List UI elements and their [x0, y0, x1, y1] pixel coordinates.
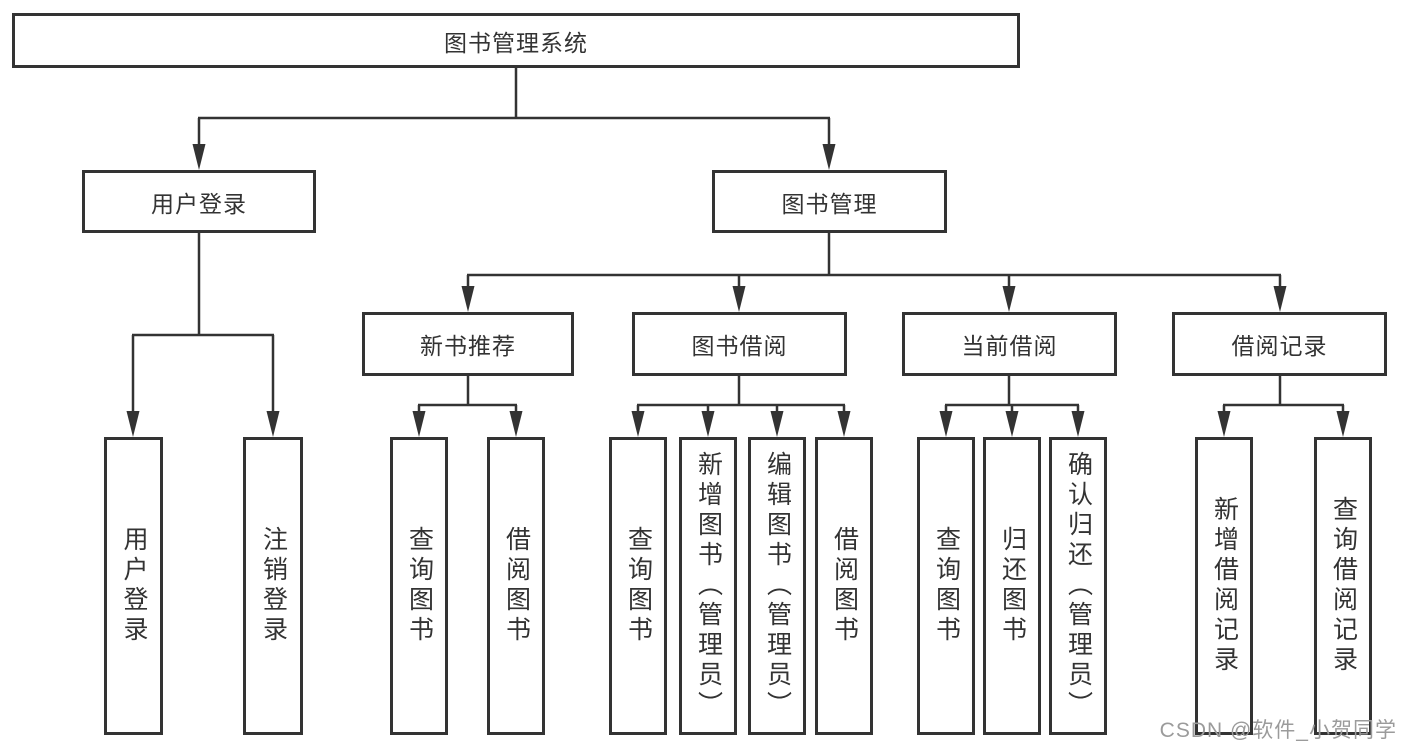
node-user-login-group: 用户登录 [82, 170, 316, 233]
node-leaf-borrow-books-1: 借阅图书 [487, 437, 545, 735]
node-new-book-recommend: 新书推荐 [362, 312, 574, 376]
node-leaf-borrow-books-2: 借阅图书 [815, 437, 873, 735]
node-leaf-user-login: 用户登录 [104, 437, 163, 735]
node-leaf-query-books-2: 查询图书 [609, 437, 667, 735]
node-leaf-query-books-3: 查询图书 [917, 437, 975, 735]
node-library-management-system: 图书管理系统 [12, 13, 1020, 68]
node-current-borrowing: 当前借阅 [902, 312, 1117, 376]
node-leaf-confirm-return-admin: 确认归还（管理员） [1049, 437, 1107, 735]
node-borrowing-records: 借阅记录 [1172, 312, 1387, 376]
node-leaf-edit-book-admin: 编辑图书（管理员） [748, 437, 806, 735]
csdn-watermark: CSDN @软件_小贺同学 [1159, 719, 1397, 742]
node-leaf-return-books: 归还图书 [983, 437, 1041, 735]
node-leaf-add-book-admin: 新增图书（管理员） [679, 437, 737, 735]
node-book-management-group: 图书管理 [712, 170, 947, 233]
node-book-borrowing: 图书借阅 [632, 312, 847, 376]
node-leaf-query-borrow-record: 查询借阅记录 [1314, 437, 1372, 735]
node-leaf-query-books-1: 查询图书 [390, 437, 448, 735]
node-leaf-add-borrow-record: 新增借阅记录 [1195, 437, 1253, 735]
node-leaf-logout: 注销登录 [243, 437, 303, 735]
